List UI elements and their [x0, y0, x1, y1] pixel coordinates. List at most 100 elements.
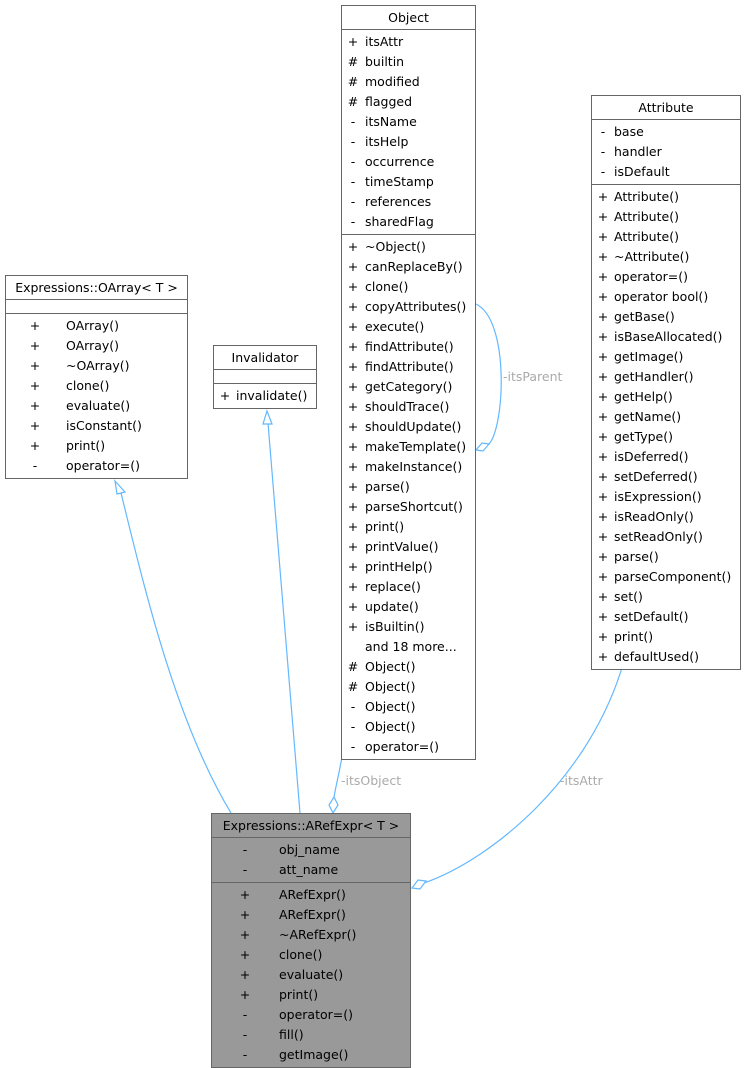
method-row[interactable]: +parse()	[592, 547, 740, 567]
attribute-row[interactable]: +itsAttr	[342, 32, 475, 52]
method-row[interactable]: +parseShortcut()	[342, 497, 475, 517]
attribute-row[interactable]: -timeStamp	[342, 172, 475, 192]
method-row[interactable]: +isExpression()	[592, 487, 740, 507]
attribute-row[interactable]: -handler	[592, 142, 740, 162]
method-row[interactable]: +printHelp()	[342, 557, 475, 577]
method-row[interactable]: +shouldTrace()	[342, 397, 475, 417]
method-name: getName()	[614, 409, 682, 424]
method-row[interactable]: +isDeferred()	[592, 447, 740, 467]
attribute-row[interactable]: #modified	[342, 72, 475, 92]
method-row[interactable]: +print()	[342, 517, 475, 537]
method-row[interactable]: +OArray()	[6, 336, 187, 356]
method-row[interactable]: +operator=()	[592, 267, 740, 287]
method-row[interactable]: +operator bool()	[592, 287, 740, 307]
method-row[interactable]: +Attribute()	[592, 187, 740, 207]
method-name: operator=()	[66, 458, 140, 473]
method-row[interactable]: +findAttribute()	[342, 357, 475, 377]
attribute-row[interactable]: -itsName	[342, 112, 475, 132]
method-row[interactable]: +set()	[592, 587, 740, 607]
method-row[interactable]: +getType()	[592, 427, 740, 447]
method-row[interactable]: +copyAttributes()	[342, 297, 475, 317]
method-row[interactable]: +~Object()	[342, 237, 475, 257]
method-row[interactable]: +parseComponent()	[592, 567, 740, 587]
method-row[interactable]: -operator=()	[6, 456, 187, 476]
method-row[interactable]: +clone()	[6, 376, 187, 396]
method-row[interactable]: -operator=()	[342, 737, 475, 757]
method-row[interactable]: +clone()	[212, 945, 410, 965]
method-row[interactable]: -fill()	[212, 1025, 410, 1045]
method-row[interactable]: +ARefExpr()	[212, 905, 410, 925]
aggregation-diamond-itsattr	[410, 879, 428, 890]
method-row[interactable]: -Object()	[342, 717, 475, 737]
method-row[interactable]: +print()	[212, 985, 410, 1005]
method-row[interactable]: +evaluate()	[212, 965, 410, 985]
method-row[interactable]: +shouldUpdate()	[342, 417, 475, 437]
method-row[interactable]: +printValue()	[342, 537, 475, 557]
method-row[interactable]: +isReadOnly()	[592, 507, 740, 527]
method-row[interactable]: +evaluate()	[6, 396, 187, 416]
method-row[interactable]: +makeInstance()	[342, 457, 475, 477]
method-row[interactable]: +clone()	[342, 277, 475, 297]
attribute-row[interactable]: -references	[342, 192, 475, 212]
visibility-marker: +	[347, 499, 359, 514]
method-row[interactable]: #Object()	[342, 677, 475, 697]
method-row[interactable]: +print()	[592, 627, 740, 647]
method-row[interactable]: -operator=()	[212, 1005, 410, 1025]
inheritance-edge-oarray	[120, 492, 232, 814]
method-row[interactable]: -getImage()	[212, 1045, 410, 1065]
method-row[interactable]: +Attribute()	[592, 227, 740, 247]
class-title: Expressions::ARefExpr< T >	[212, 814, 410, 838]
class-arefexpr[interactable]: Expressions::ARefExpr< T >-obj_name-att_…	[211, 813, 411, 1068]
method-row[interactable]: +getHandler()	[592, 367, 740, 387]
attribute-row[interactable]: -base	[592, 122, 740, 142]
edge-label-itsparent: -itsParent	[503, 369, 563, 384]
method-row[interactable]: +execute()	[342, 317, 475, 337]
method-row[interactable]: +makeTemplate()	[342, 437, 475, 457]
method-row[interactable]: +parse()	[342, 477, 475, 497]
method-row[interactable]: +setReadOnly()	[592, 527, 740, 547]
attribute-name: itsAttr	[365, 34, 404, 49]
attribute-row[interactable]: -att_name	[212, 860, 410, 880]
method-row[interactable]: +isConstant()	[6, 416, 187, 436]
attribute-row[interactable]: -sharedFlag	[342, 212, 475, 232]
class-attribute[interactable]: Attribute-base-handler-isDefault+Attribu…	[591, 95, 741, 670]
method-row[interactable]: +defaultUsed()	[592, 647, 740, 667]
method-row[interactable]: #Object()	[342, 657, 475, 677]
attribute-row[interactable]: -obj_name	[212, 840, 410, 860]
attribute-row[interactable]: -occurrence	[342, 152, 475, 172]
class-object[interactable]: Object+itsAttr#builtin#modified#flagged-…	[341, 5, 476, 760]
attribute-row[interactable]: #builtin	[342, 52, 475, 72]
method-row[interactable]: +~OArray()	[6, 356, 187, 376]
method-row[interactable]: and 18 more...	[342, 637, 475, 657]
method-row[interactable]: +~Attribute()	[592, 247, 740, 267]
method-row[interactable]: +setDefault()	[592, 607, 740, 627]
method-row[interactable]: +setDeferred()	[592, 467, 740, 487]
method-row[interactable]: +isBuiltin()	[342, 617, 475, 637]
method-row[interactable]: +getCategory()	[342, 377, 475, 397]
visibility-marker: -	[242, 862, 248, 877]
method-row[interactable]: +OArray()	[6, 316, 187, 336]
class-oarray[interactable]: Expressions::OArray< T >+OArray()+OArray…	[5, 275, 188, 479]
method-row[interactable]: +~ARefExpr()	[212, 925, 410, 945]
attribute-row[interactable]: -itsHelp	[342, 132, 475, 152]
method-row[interactable]: +update()	[342, 597, 475, 617]
method-row[interactable]: +replace()	[342, 577, 475, 597]
attributes-section: +itsAttr#builtin#modified#flagged-itsNam…	[342, 30, 475, 235]
class-invalidator[interactable]: Invalidator+invalidate()	[213, 345, 317, 409]
attribute-row[interactable]: #flagged	[342, 92, 475, 112]
visibility-marker: +	[347, 279, 359, 294]
method-row[interactable]: +Attribute()	[592, 207, 740, 227]
method-row[interactable]: +ARefExpr()	[212, 885, 410, 905]
method-row[interactable]: +getName()	[592, 407, 740, 427]
method-row[interactable]: +isBaseAllocated()	[592, 327, 740, 347]
method-row[interactable]: +getBase()	[592, 307, 740, 327]
method-row[interactable]: +findAttribute()	[342, 337, 475, 357]
method-row[interactable]: +getImage()	[592, 347, 740, 367]
method-row[interactable]: +canReplaceBy()	[342, 257, 475, 277]
attribute-row[interactable]: -isDefault	[592, 162, 740, 182]
method-row[interactable]: +invalidate()	[214, 386, 316, 406]
method-row[interactable]: +getHelp()	[592, 387, 740, 407]
method-row[interactable]: -Object()	[342, 697, 475, 717]
method-row[interactable]: +print()	[6, 436, 187, 456]
